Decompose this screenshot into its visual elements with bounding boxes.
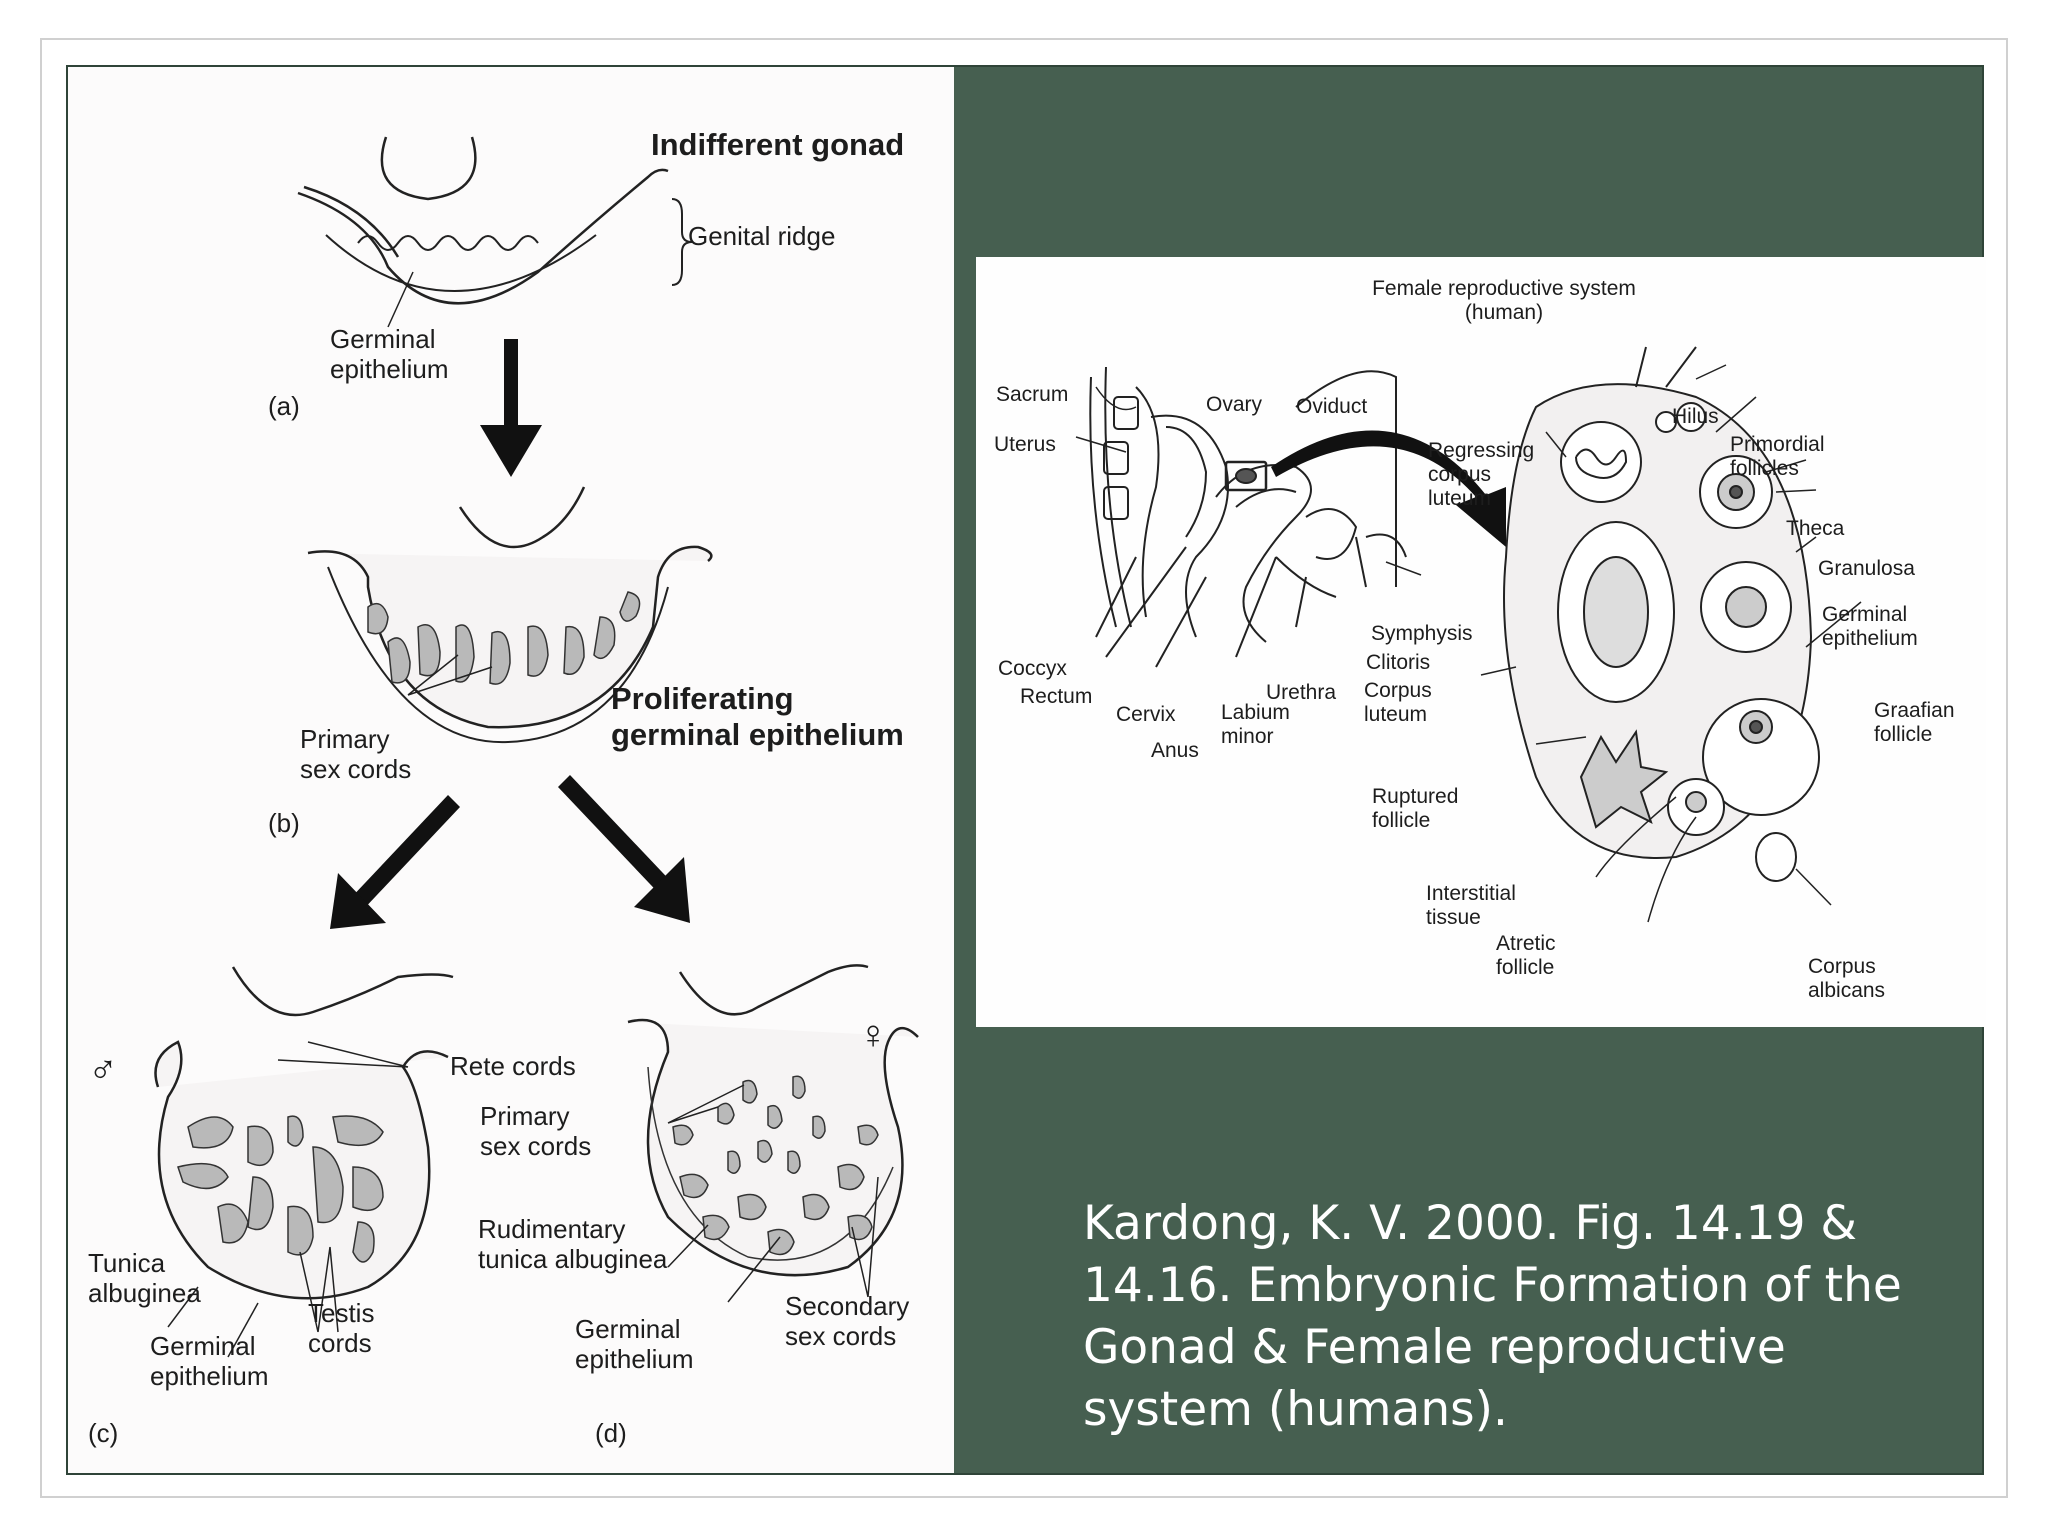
panel-d-label: (d) — [595, 1418, 627, 1448]
primary-sex-cords-d-label: Primary sex cords — [480, 1101, 592, 1161]
primary-sex-cords-b-label: Primary sex cords — [300, 724, 412, 784]
proliferating-germinal-epithelium-label: Proliferating germinal epithelium — [611, 681, 904, 752]
panel-a-drawing — [297, 136, 693, 328]
uterus-label: Uterus — [994, 433, 1056, 456]
ovary-label: Ovary — [1206, 393, 1263, 416]
female-reproductive-title: Female reproductive system (human) — [1372, 277, 1636, 325]
labium-minor-label: Labium minor — [1221, 701, 1290, 749]
panel-c-label: (c) — [88, 1418, 119, 1448]
corpus-luteum-label: Corpus luteum — [1364, 679, 1432, 727]
urethra-label: Urethra — [1266, 681, 1337, 704]
clitoris-label: Clitoris — [1366, 651, 1431, 674]
germinal-epithelium-d-label: Germinal epithelium — [575, 1314, 694, 1374]
testis-cords-label: Testis cords — [308, 1298, 375, 1358]
genital-ridge-label: Genital ridge — [688, 221, 836, 251]
rete-cords-label: Rete cords — [450, 1051, 576, 1081]
panel-c-drawing — [154, 966, 454, 1358]
hilus-label: Hilus — [1672, 405, 1719, 428]
germinal-epithelium-c-label: Germinal epithelium — [150, 1331, 269, 1391]
interstitial-tissue-label: Interstitial tissue — [1426, 882, 1516, 930]
ovary-drawing — [1503, 346, 1820, 882]
panel-b-drawing — [307, 486, 713, 744]
theca-label: Theca — [1786, 517, 1845, 540]
male-symbol: ♂ — [88, 1048, 118, 1092]
gonad-drawings — [154, 136, 919, 1358]
gonad-formation-figure: Indifferent gonad Genital ridge Germinal… — [68, 67, 954, 1473]
ruptured-follicle-label: Ruptured follicle — [1372, 785, 1459, 833]
atretic-follicle-label: Atretic follicle — [1496, 932, 1556, 980]
indifferent-gonad-title: Indifferent gonad — [651, 127, 905, 162]
female-symbol: ♀ — [858, 1013, 888, 1057]
arrows-b-to-c-d — [330, 775, 690, 929]
rudimentary-tunica-albuginea-label: Rudimentary tunica albuginea — [478, 1214, 668, 1274]
rectum-label: Rectum — [1020, 685, 1093, 708]
cervix-label: Cervix — [1116, 703, 1176, 726]
corpus-albicans-label: Corpus albicans — [1808, 955, 1886, 1003]
germinal-epithelium-label: Germinal epithelium — [1822, 603, 1918, 651]
oviduct-label: Oviduct — [1296, 395, 1368, 418]
panel-a-label: (a) — [268, 391, 300, 421]
germinal-epithelium-a-label: Germinal epithelium — [330, 324, 449, 384]
symphysis-label: Symphysis — [1371, 622, 1473, 645]
panel-b-label: (b) — [268, 808, 300, 838]
sacrum-label: Sacrum — [996, 383, 1069, 406]
primordial-follicles-label: Primordial follicles — [1730, 433, 1825, 481]
arrow-a-to-b — [480, 339, 542, 477]
tunica-albuginea-label: Tunica albuginea — [88, 1248, 201, 1308]
zoom-arrow — [1271, 430, 1506, 547]
pelvis-section-drawing — [1089, 366, 1407, 668]
ovary-leader-lines — [1075, 364, 1862, 923]
coccyx-label: Coccyx — [998, 657, 1067, 680]
graafian-follicle-label: Graafian follicle — [1874, 699, 1955, 747]
regressing-corpus-luteum-label: Regressing corpus luteum — [1428, 439, 1535, 511]
anus-label: Anus — [1151, 739, 1199, 762]
reproductive-drawings — [1075, 346, 1862, 923]
female-reproductive-system-figure: Female reproductive system (human) Sacru… — [976, 257, 1986, 1027]
slide-caption: Kardong, K. V. 2000. Fig. 14.19 & 14.16.… — [1083, 1196, 1902, 1437]
granulosa-label: Granulosa — [1818, 557, 1915, 580]
panel-d-drawing — [627, 964, 919, 1303]
secondary-sex-cords-label: Secondary sex cords — [785, 1291, 910, 1351]
